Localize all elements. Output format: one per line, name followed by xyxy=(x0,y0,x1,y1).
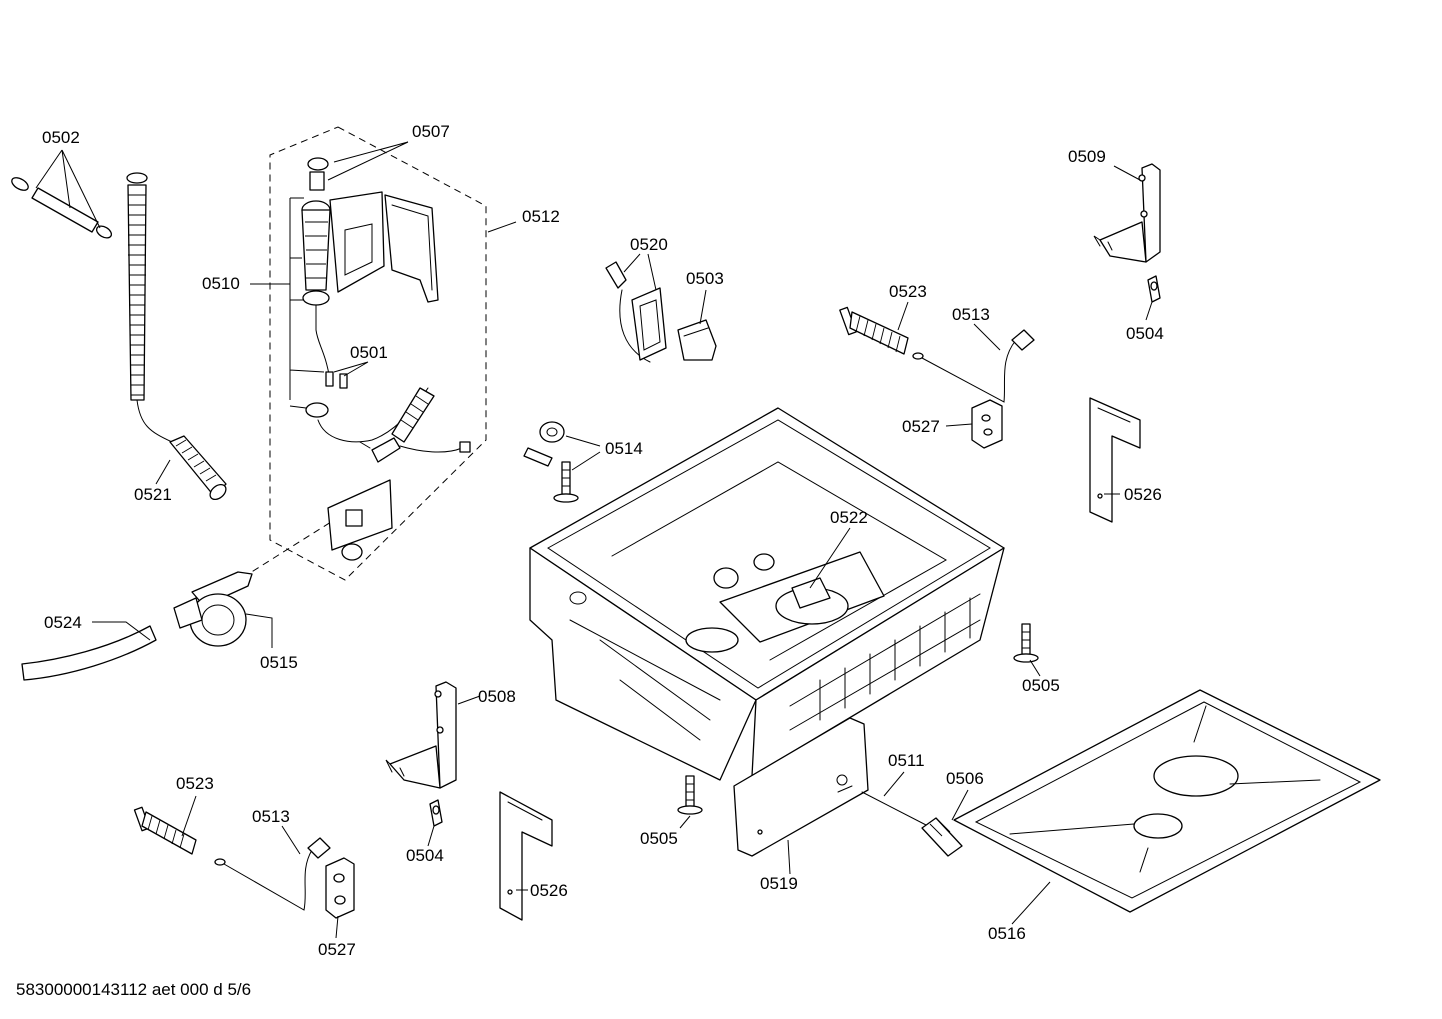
label-0526-right: 0526 xyxy=(1124,485,1162,504)
label-0526-bottom: 0526 xyxy=(530,881,568,900)
part-0514-knob-screw xyxy=(523,421,579,503)
part-0521-drain-hose xyxy=(126,172,227,501)
label-0503: 0503 xyxy=(686,269,724,288)
label-0507: 0507 xyxy=(412,122,450,141)
part-0502-hose-clamps xyxy=(11,177,113,239)
part-0526-panel-right xyxy=(1089,397,1141,523)
label-0512: 0512 xyxy=(522,207,560,226)
label-0508: 0508 xyxy=(478,687,516,706)
label-0527-top: 0527 xyxy=(902,417,940,436)
part-0523-spring-bottom xyxy=(133,806,197,855)
part-0505-screw-right xyxy=(1013,623,1039,663)
part-0506-sensor xyxy=(921,817,963,857)
label-0513-top: 0513 xyxy=(952,305,990,324)
part-0519-front-panel xyxy=(733,717,869,857)
part-0520-switch xyxy=(605,261,667,363)
label-0505-right: 0505 xyxy=(1022,676,1060,695)
label-0509: 0509 xyxy=(1068,147,1106,166)
part-0504-clip-top xyxy=(1147,275,1161,303)
part-0513-wire-bottom xyxy=(214,837,331,911)
label-0513-bottom: 0513 xyxy=(252,807,290,826)
label-0524: 0524 xyxy=(44,613,82,632)
part-connecting-hose xyxy=(317,387,471,463)
label-0510: 0510 xyxy=(202,274,240,293)
label-0504-top: 0504 xyxy=(1126,324,1164,343)
part-0513-wire-top xyxy=(912,329,1035,403)
part-0524-pipe xyxy=(21,625,157,681)
part-0527-bracket-top xyxy=(971,399,1003,449)
part-0526-panel-left xyxy=(499,791,553,921)
label-0514: 0514 xyxy=(605,439,643,458)
label-0522: 0522 xyxy=(830,508,868,527)
label-0515: 0515 xyxy=(260,653,298,672)
leader-lines xyxy=(35,141,1153,939)
label-0511: 0511 xyxy=(888,751,925,770)
label-0523-bottom: 0523 xyxy=(176,774,214,793)
subassembly-boundary xyxy=(269,126,487,581)
label-0521: 0521 xyxy=(134,485,172,504)
part-labels: 0502 0507 0512 0510 0501 0521 0524 0515 … xyxy=(42,122,1164,959)
part-0504-clip-bottom xyxy=(429,799,443,827)
label-0505-bottom: 0505 xyxy=(640,829,678,848)
label-0504-bottom: 0504 xyxy=(406,846,444,865)
part-0522-base-tub xyxy=(529,407,1005,781)
label-0516: 0516 xyxy=(988,924,1026,943)
part-0505-screw-bottom xyxy=(677,775,703,815)
label-0523-top: 0523 xyxy=(889,282,927,301)
part-0527-bracket-bottom xyxy=(325,857,355,919)
part-0503-connector xyxy=(677,319,717,361)
drawing-reference-footer: 58300000143112 aet 000 d 5/6 xyxy=(16,980,252,999)
label-0519: 0519 xyxy=(760,874,798,893)
part-0516-base-plate xyxy=(953,689,1381,913)
label-0502: 0502 xyxy=(42,128,80,147)
part-0515-pump xyxy=(173,571,253,647)
part-0510-water-level-assembly xyxy=(301,157,439,418)
part-0509-hinge-bracket xyxy=(1093,163,1161,263)
label-0527-bottom: 0527 xyxy=(318,940,356,959)
label-0520: 0520 xyxy=(630,235,668,254)
part-inner-bracket xyxy=(327,479,393,561)
label-0506: 0506 xyxy=(946,769,984,788)
part-0523-spring-top xyxy=(839,306,909,355)
label-0501: 0501 xyxy=(350,343,388,362)
part-0508-hinge-bracket xyxy=(385,681,457,789)
part-0511-cable xyxy=(861,791,929,827)
